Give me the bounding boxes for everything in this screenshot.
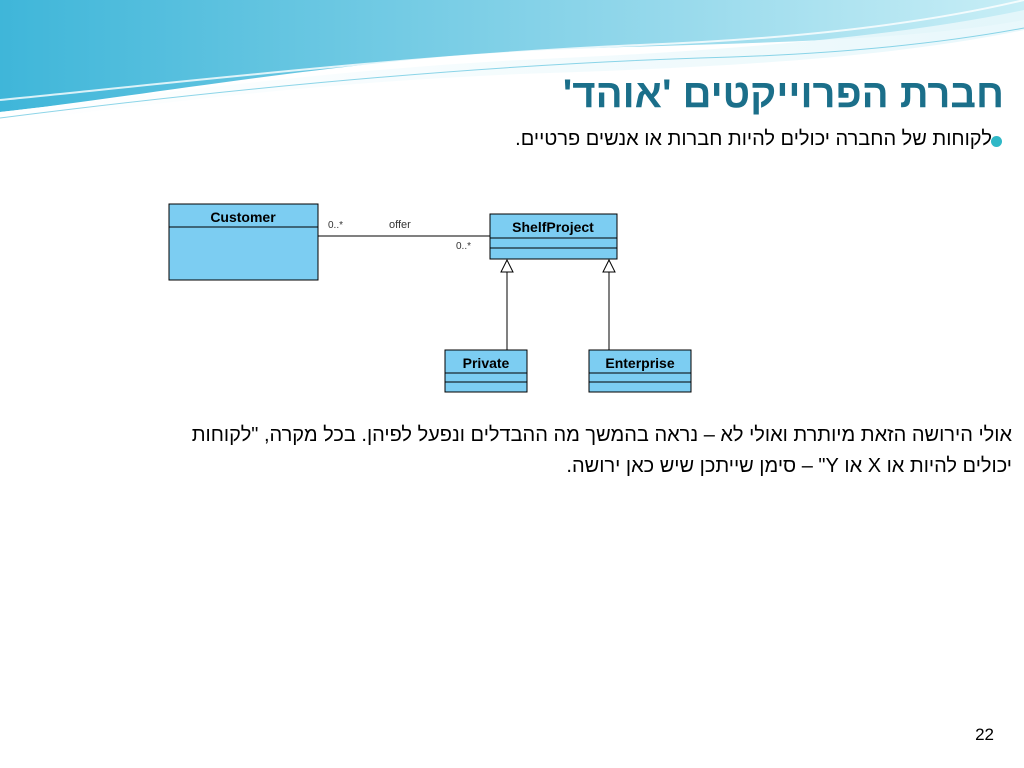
class-enterprise-name: Enterprise bbox=[605, 355, 674, 371]
association-name: offer bbox=[389, 219, 411, 231]
class-private: Private bbox=[444, 349, 528, 393]
slide-title: חברת הפרוייקטים 'אוהד' bbox=[562, 72, 1004, 116]
class-shelfproject: ShelfProject bbox=[489, 213, 618, 260]
class-customer: Customer bbox=[168, 203, 319, 281]
page-number: 22 bbox=[975, 725, 994, 744]
multiplicity-project-end: 0..* bbox=[456, 241, 471, 252]
class-shelfproject-name: ShelfProject bbox=[512, 219, 594, 235]
class-enterprise: Enterprise bbox=[588, 349, 692, 393]
generalization-private bbox=[500, 258, 514, 350]
multiplicity-customer-end: 0..* bbox=[328, 220, 343, 231]
explanation-paragraph: אולי הירושה הזאת מיותרת ואולי לא – נראה … bbox=[8, 420, 1012, 482]
explanation-line-1: אולי הירושה הזאת מיותרת ואולי לא – נראה … bbox=[191, 424, 1012, 446]
bullet-text: לקוחות של החברה יכולים להיות חברות או אנ… bbox=[515, 128, 992, 150]
explanation-line-2: יכולים להיות או X או Y" – סימן שייתכן שי… bbox=[566, 455, 1012, 477]
generalization-enterprise bbox=[602, 258, 616, 350]
header-wave-decoration bbox=[0, 0, 1024, 124]
bullet-dot bbox=[991, 136, 1002, 147]
class-customer-name: Customer bbox=[210, 209, 276, 225]
class-private-name: Private bbox=[463, 355, 510, 371]
